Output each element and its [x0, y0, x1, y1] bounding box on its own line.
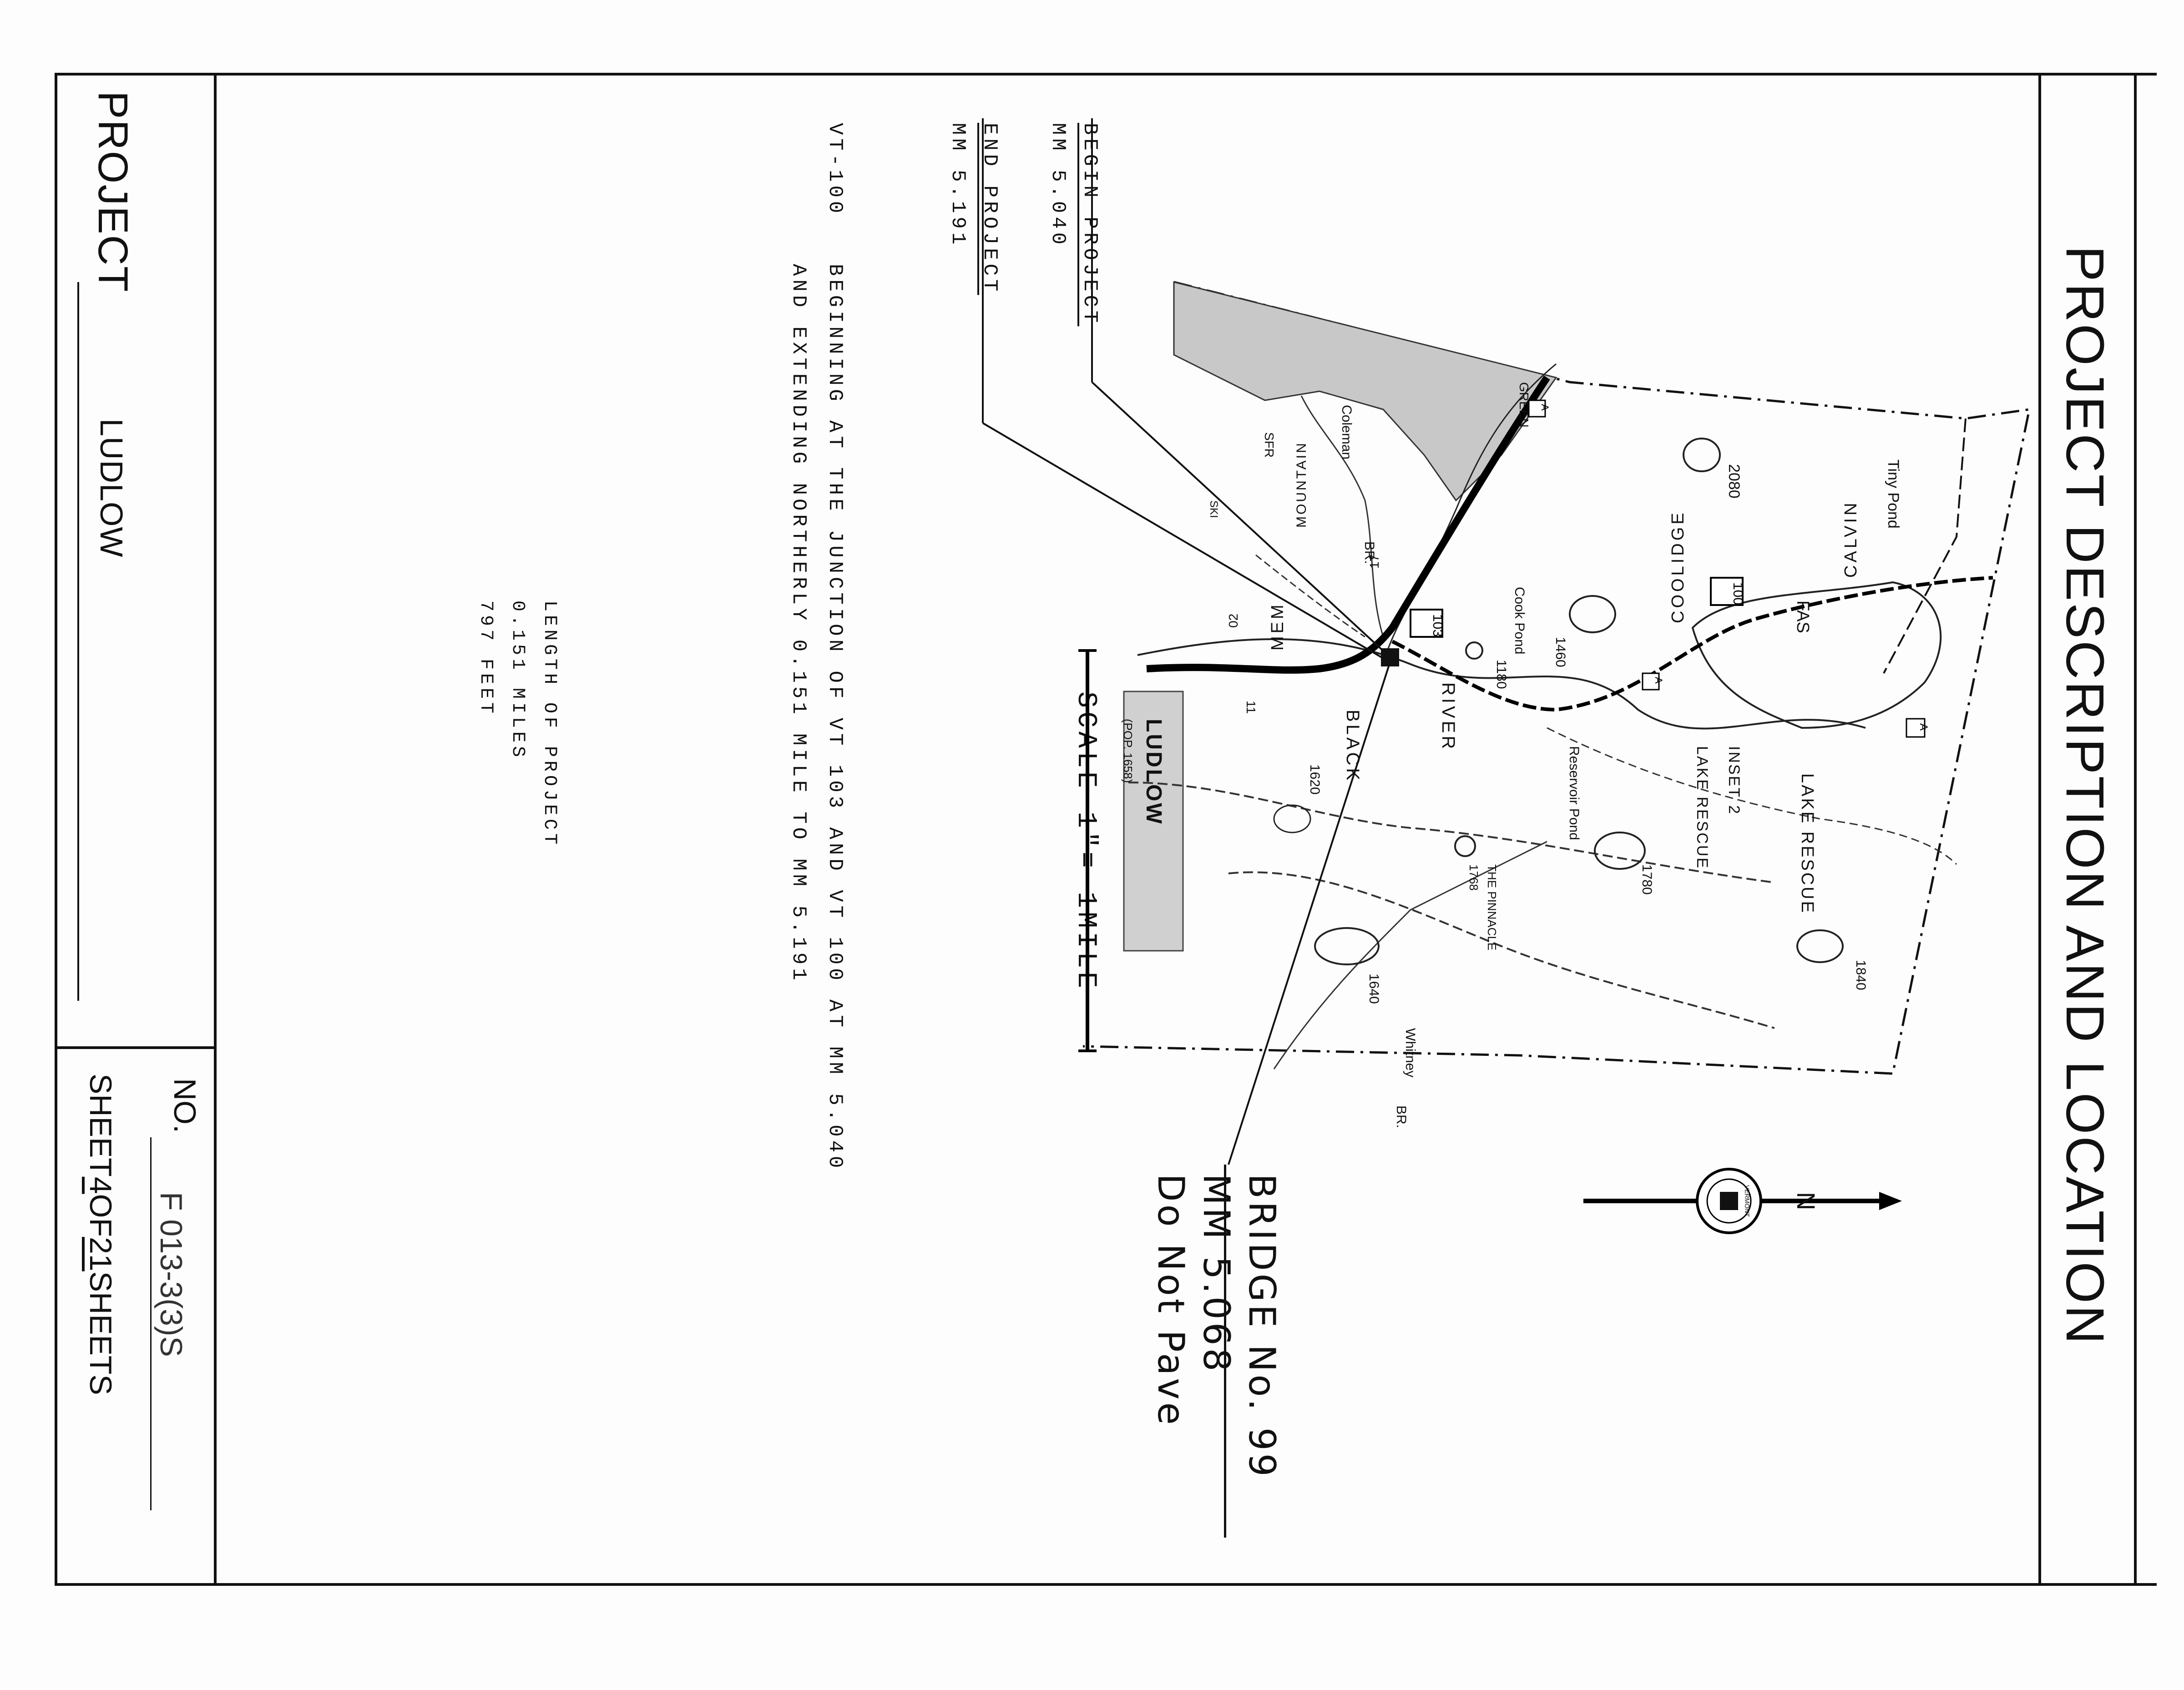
svg-text:A: A — [1539, 404, 1551, 411]
label-elev-1620: 1620 — [1307, 764, 1322, 795]
label-coolidge: COOLIDGE — [1668, 510, 1688, 623]
lake-rescue-shape — [1691, 581, 1942, 729]
whitney-brook — [1273, 841, 1547, 1069]
label-lake-rescue: LAKE RESCUE — [1798, 773, 1817, 914]
label-lake-rescue-inset: LAKE RESCUE — [1694, 746, 1711, 869]
route-shield-a1: A — [1906, 718, 1930, 738]
label-num-17: 17 — [1367, 555, 1381, 569]
label-pinnacle: THE PINNACLE — [1485, 864, 1499, 950]
label-ludlow-town: LUDLOW — [1142, 719, 1166, 826]
map-boundary-inner — [1883, 418, 1967, 674]
label-num-02: 02 — [1226, 614, 1240, 628]
secondary-road-1 — [1228, 871, 1775, 1029]
title-block-divider — [214, 73, 217, 1586]
vermont-seal-emblem — [1720, 1192, 1738, 1210]
route-shield-a3: A — [1528, 399, 1551, 418]
svg-text:A: A — [1653, 677, 1664, 684]
label-num-11: 11 — [1244, 701, 1258, 714]
peak-1180 — [1465, 641, 1483, 660]
route-shield-a2: A — [1642, 672, 1664, 691]
label-reservoir-pond: Reservoir Pond — [1567, 746, 1582, 840]
label-river: RIVER — [1438, 682, 1458, 752]
label-elev-1180: 1180 — [1494, 660, 1509, 689]
secondary-road-2 — [1128, 782, 1775, 883]
label-ski: SKI — [1208, 500, 1220, 518]
label-elev-1460: 1460 — [1553, 637, 1568, 667]
label-elev-2080: 2080 — [1725, 464, 1743, 499]
seal-text: VERMONT — [1744, 1185, 1751, 1217]
frame-left-line — [55, 73, 57, 1586]
project-name-underline — [77, 282, 79, 1001]
peak-1640 — [1314, 927, 1380, 965]
label-elev-1768: 1768 — [1467, 864, 1481, 891]
frame-bottom-line — [55, 1583, 2157, 1586]
label-tiny-pond: Tiny Pond — [1885, 459, 1902, 529]
project-number-underline — [150, 1137, 152, 1510]
label-sfr: SFR — [1262, 432, 1276, 458]
north-arrow-head — [1879, 1192, 1902, 1210]
route-shield-103: 103 — [1410, 609, 1445, 638]
label-inset-number: 2 — [1725, 805, 1743, 814]
label-elev-1780: 1780 — [1639, 864, 1654, 895]
map-label-group: Tiny Pond 2080 CALVIN FAS COOLIDGE Cook … — [1121, 382, 1902, 1217]
coleman-brook — [1300, 395, 1384, 637]
label-mountain: MOUNTAIN — [1294, 441, 1309, 528]
bridge-note-underline — [1224, 1165, 1226, 1538]
label-calvin: CALVIN — [1841, 500, 1860, 578]
peak-pinnacle — [1454, 835, 1476, 857]
route-shield-100: 100 — [1710, 577, 1745, 606]
label-coleman-br: BR. — [1362, 541, 1377, 564]
vt-100-road — [1391, 576, 1993, 712]
svg-text:A: A — [1917, 723, 1930, 731]
peak-1460 — [1569, 595, 1616, 633]
frame-top-line — [55, 73, 2157, 76]
label-whitney: Whitney — [1403, 1028, 1418, 1077]
black-river-line — [1137, 638, 1866, 730]
label-black: BLACK — [1343, 710, 1363, 783]
peak-1840 — [1796, 929, 1844, 963]
label-cook-pond: Cook Pond — [1512, 587, 1527, 654]
label-coleman: Coleman — [1339, 405, 1354, 459]
peak-1620 — [1273, 804, 1311, 833]
label-elev-1640: 1640 — [1366, 974, 1381, 1004]
shaded-ludlow-area — [1123, 691, 1184, 952]
peak-1780 — [1594, 832, 1646, 870]
bridge-leader — [1228, 655, 1393, 1165]
route-103-label: 103 — [1430, 614, 1445, 637]
label-ludlow-pop: (POP. 1658) — [1121, 719, 1135, 783]
label-inset: INSET — [1725, 746, 1743, 798]
begin-project-leader — [1091, 381, 1389, 656]
title-block-split — [55, 1046, 217, 1049]
label-north: N — [1792, 1192, 1820, 1210]
secondary-road-3 — [1547, 727, 1957, 865]
label-fas: FAS — [1793, 600, 1812, 633]
end-project-leader — [982, 422, 1386, 661]
label-mem: MEM — [1268, 602, 1287, 651]
map-boundary — [1082, 281, 2031, 1075]
title-band-divider — [2038, 73, 2041, 1586]
frame-right-line — [2134, 73, 2137, 1586]
peak-2080 — [1683, 438, 1721, 472]
vermont-seal-inner — [1706, 1178, 1752, 1224]
route-100-label: 100 — [1730, 582, 1745, 605]
label-whitney-br: BR. — [1394, 1105, 1409, 1128]
secondary-road-4 — [1255, 554, 1365, 638]
shaded-forest-area — [1173, 281, 1557, 502]
label-elev-1840: 1840 — [1853, 960, 1868, 990]
green-brook — [1382, 363, 1557, 665]
